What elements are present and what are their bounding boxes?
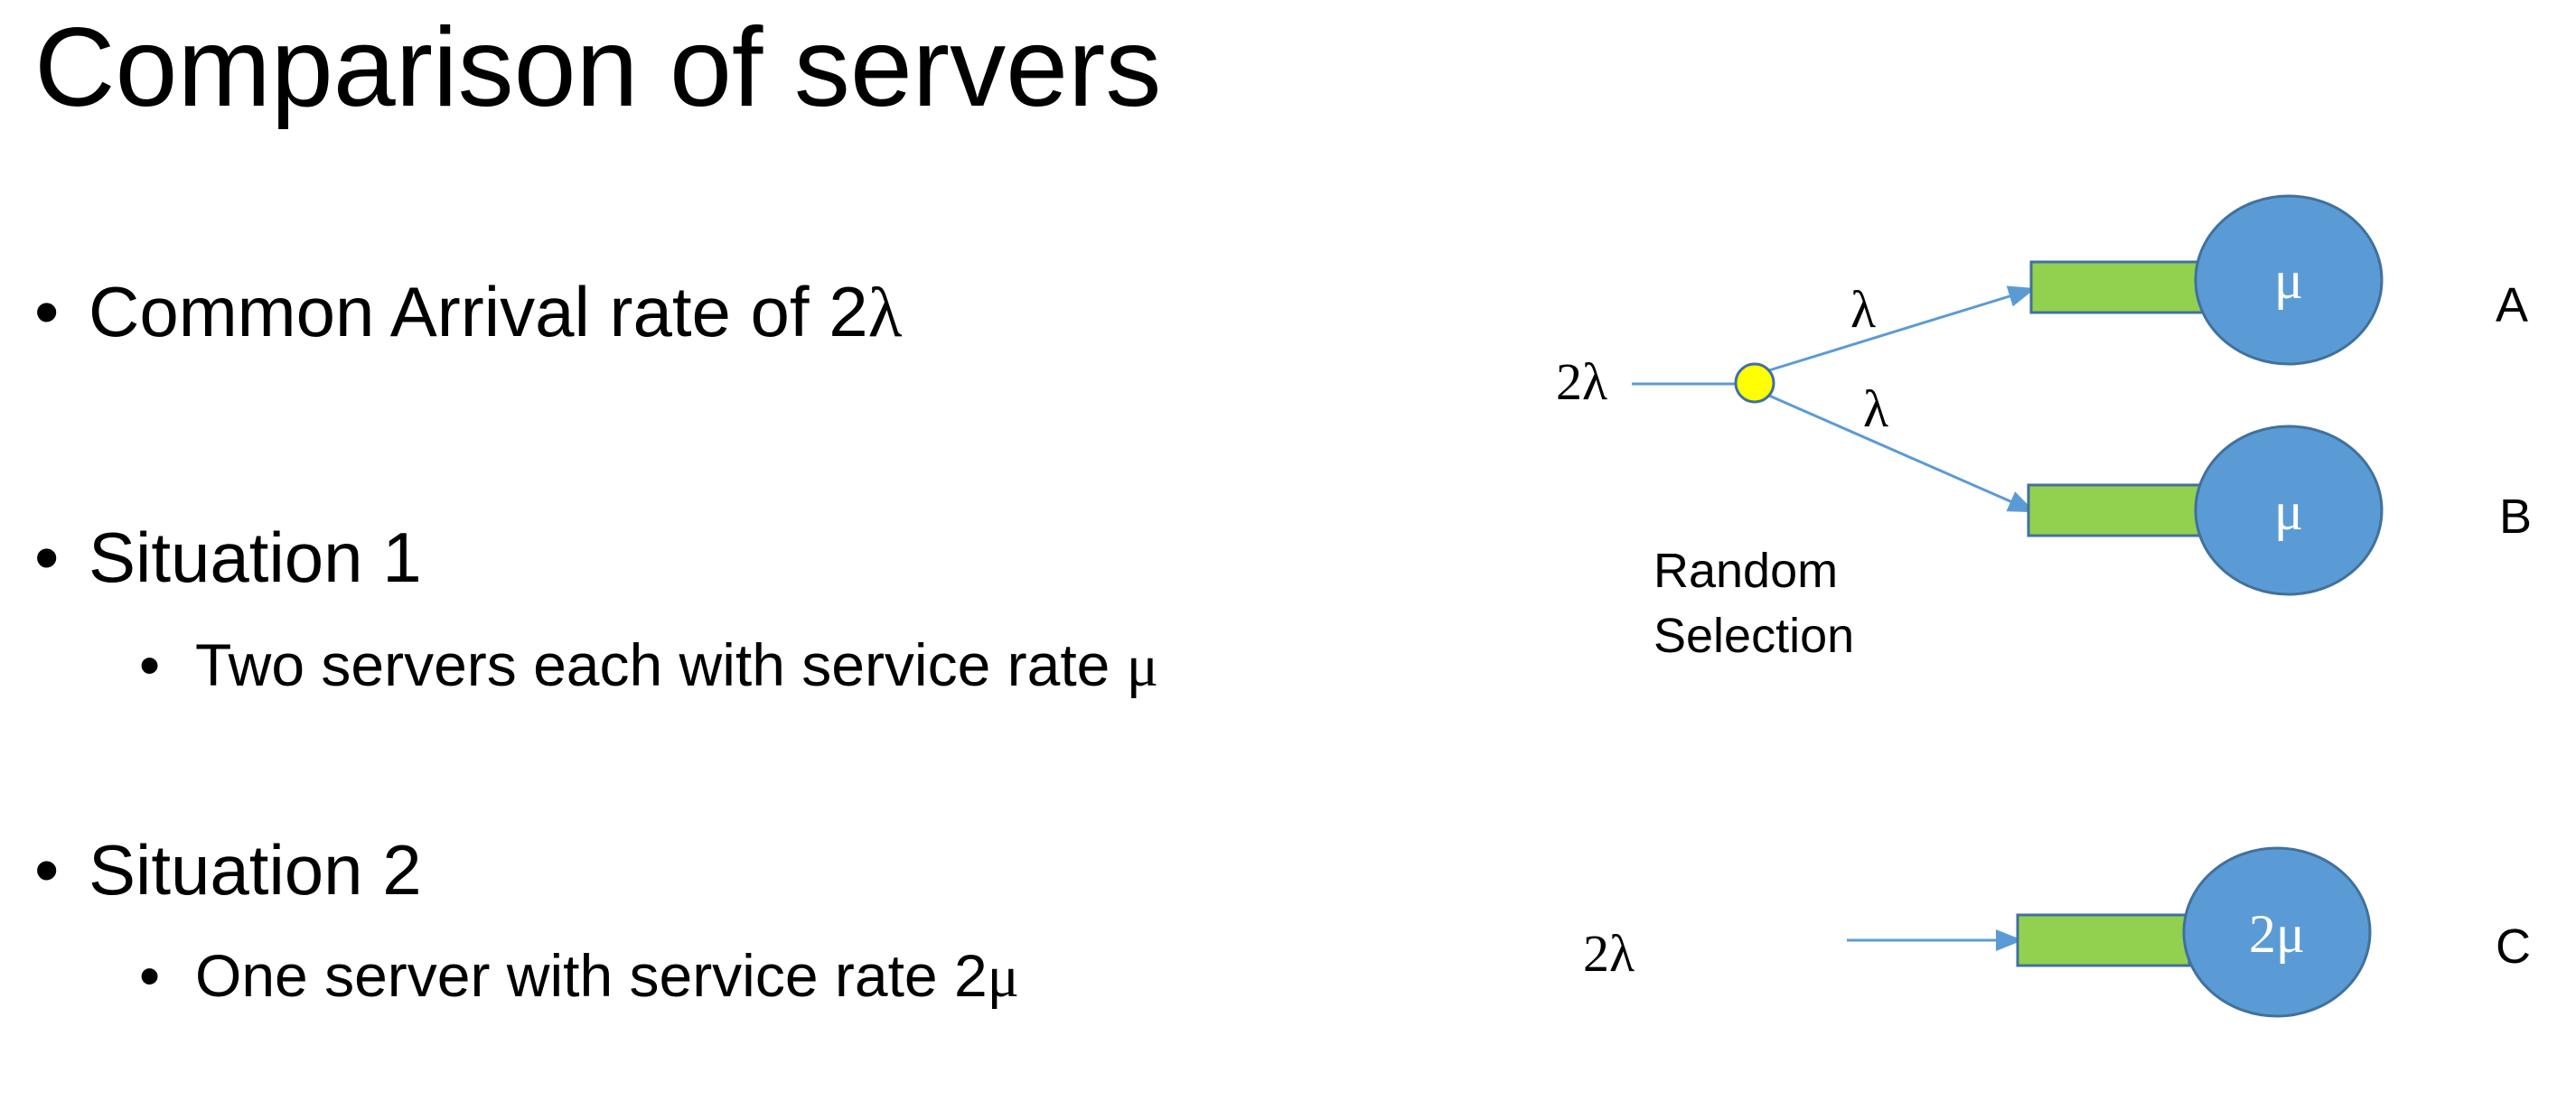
- lambda-symbol: λ: [867, 273, 903, 351]
- server-b-rate: μ: [2274, 481, 2303, 541]
- server-b-label: B: [2499, 490, 2532, 544]
- server-c-rate: 2μ: [2249, 904, 2305, 964]
- input-rate-label-situation-2: 2λ: [1583, 924, 1635, 983]
- queue-c: [2016, 913, 2191, 967]
- branch-rate-label-bottom: λ: [1863, 379, 1888, 438]
- bullet-text: Situation 1: [89, 518, 422, 597]
- server-c: [2182, 846, 2372, 1018]
- sub-bullet-two-servers: • Two servers each with service rate μ: [139, 629, 1158, 703]
- queue-b: [2027, 483, 2202, 537]
- queue-a: [2029, 260, 2205, 314]
- server-b: [2194, 425, 2384, 596]
- branch-rate-label-top: λ: [1850, 280, 1876, 339]
- bullet-text: Two servers each with service rate: [195, 631, 1127, 698]
- bullet-situation-2: • Situation 2: [34, 829, 422, 910]
- bullet-marker: •: [139, 631, 161, 698]
- bullet-situation-1: • Situation 1: [34, 517, 422, 598]
- mu-symbol: μ: [1126, 633, 1159, 699]
- router-label-random: Random: [1653, 544, 1838, 598]
- server-c-label: C: [2496, 919, 2531, 974]
- slide-title: Comparison of servers: [34, 5, 1162, 130]
- bullet-marker: •: [34, 518, 60, 597]
- sub-bullet-one-server: • One server with service rate 2μ: [139, 939, 1019, 1013]
- bullet-text: Situation 2: [89, 830, 422, 910]
- router-label-selection: Selection: [1653, 609, 1854, 663]
- branch-arrow-top: [1768, 285, 2036, 372]
- branch-arrow-bottom: [1768, 394, 2036, 513]
- server-a: [2194, 194, 2384, 366]
- input-rate-label-situation-1: 2λ: [1556, 352, 1607, 411]
- bullet-arrival-rate: • Common Arrival rate of 2λ: [34, 271, 902, 353]
- bullet-marker: •: [139, 942, 161, 1009]
- bullet-text: One server with service rate 2: [195, 942, 988, 1009]
- server-a-rate: μ: [2274, 250, 2303, 310]
- bullet-marker: •: [34, 830, 60, 910]
- random-selection-router: [1734, 362, 1775, 404]
- server-a-label: A: [2496, 278, 2528, 332]
- bullet-text: Common Arrival rate of 2: [89, 272, 868, 351]
- mu-symbol: μ: [987, 944, 1020, 1010]
- bullet-marker: •: [34, 272, 60, 351]
